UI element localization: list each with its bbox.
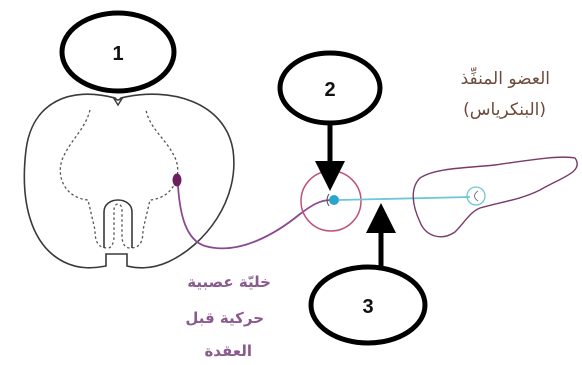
pancreas-outline [412,156,578,238]
neuron-label-line-2: حركية قبل [185,309,264,327]
pancreas [412,156,578,238]
callout-2-label: 2 [324,79,335,101]
ganglion-cell [329,195,339,205]
callout-1: 1 [59,10,177,94]
callout-3: 3 [308,203,428,346]
organ-label: العضو المنفِّذ (البنكرياس) [461,66,550,120]
synapse-arc [326,193,330,207]
spinal-cord-section [23,93,235,269]
postganglionic-axon [338,196,471,201]
neuron-label-line-3: العقدة [204,342,252,360]
grey-matter-outline [59,109,179,249]
preganglionic-neuron [172,173,332,250]
callout-2: 2 [277,50,383,191]
effector-cell [466,186,486,206]
neuron-label-line-1: خليّة عصبية [187,273,271,291]
central-region [103,199,133,248]
ganglion [300,170,362,232]
effector-cell-inner [474,190,479,202]
spinal-cord-outline [23,93,235,269]
organ-label-line-2: (البنكرياس) [463,100,546,120]
preganglionic-axon [177,185,332,250]
callout-1-circle [59,10,177,94]
callout-1-label: 1 [112,43,123,65]
callout-3-label: 3 [362,296,373,318]
callout-3-circle [308,264,428,346]
cell-body [172,173,182,187]
notch [112,96,124,107]
neuron-label: خليّة عصبية حركية قبل العقدة [185,273,271,360]
organ-label-line-1: العضو المنفِّذ [461,66,550,89]
